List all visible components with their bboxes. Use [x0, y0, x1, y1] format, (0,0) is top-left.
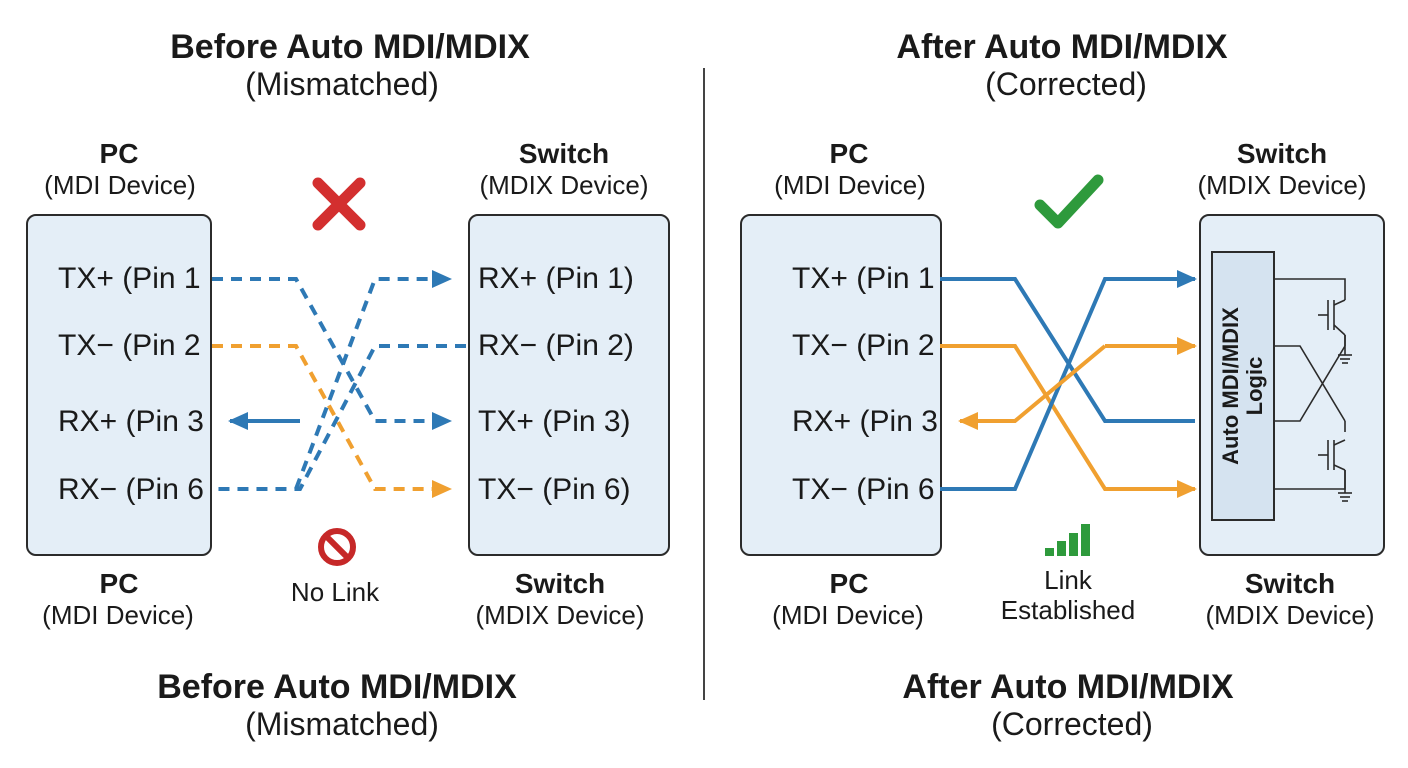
left-pc-name-footer: PC [99, 568, 139, 599]
right-pc-name-footer: PC [829, 568, 869, 599]
left-pc-pin-6: RX− (Pin 6 [58, 473, 204, 506]
check-icon [1034, 174, 1104, 229]
right-pc-pin-6: TX− (Pin 6 [792, 473, 935, 506]
left-wire-sw-rx1 [294, 270, 452, 490]
left-switch-pin-3: TX+ (Pin 3) [478, 405, 631, 438]
right-pc-name: PC [829, 138, 869, 169]
signal-bars-icon [1045, 524, 1090, 556]
left-switch-type-footer: (MDIX Device) [475, 600, 645, 630]
right-pc-type: (MDI Device) [774, 170, 926, 200]
left-switch-box [468, 214, 670, 556]
left-pc-name: PC [99, 138, 139, 169]
right-footer-subtitle: (Corrected) [991, 706, 1153, 742]
right-pc-type-footer: (MDI Device) [772, 600, 924, 630]
left-wire-sw-rx2 [212, 344, 466, 491]
left-pc-type: (MDI Device) [44, 170, 196, 200]
left-wire-tx1 [212, 277, 452, 430]
right-switch-type: (MDIX Device) [1197, 170, 1367, 200]
right-title: After Auto MDI/MDIX [896, 28, 1228, 66]
left-pc-pin-3: RX+ (Pin 3 [58, 405, 204, 438]
logic-label-line1: Auto MDI/MDIX [1217, 307, 1243, 465]
right-pc-pin-2: TX− (Pin 2 [792, 329, 935, 362]
right-switch-type-footer: (MDIX Device) [1205, 600, 1375, 630]
right-subtitle: (Corrected) [985, 66, 1147, 102]
right-wire-pin2 [940, 344, 1197, 498]
left-title: Before Auto MDI/MDIX [170, 28, 530, 66]
left-switch-pin-6: TX− (Pin 6) [478, 473, 631, 506]
right-pc-pin-3: RX+ (Pin 3 [792, 405, 938, 438]
right-status-line1: Link [1044, 565, 1092, 595]
left-footer-title: Before Auto MDI/MDIX [157, 668, 517, 706]
left-pc-type-footer: (MDI Device) [42, 600, 194, 630]
right-wire-pin1 [940, 277, 1195, 423]
right-switch-name: Switch [1236, 138, 1328, 169]
left-switch-name-footer: Switch [514, 568, 606, 599]
left-subtitle: (Mismatched) [245, 66, 439, 102]
left-pc-pin-1: TX+ (Pin 1 [58, 262, 201, 295]
left-pc-box [26, 214, 212, 556]
left-footer-subtitle: (Mismatched) [245, 706, 439, 742]
left-pc-pin-2: TX− (Pin 2 [58, 329, 201, 362]
left-switch-type: (MDIX Device) [479, 170, 649, 200]
right-switch-name-footer: Switch [1244, 568, 1336, 599]
left-switch-pin-2: RX− (Pin 2) [478, 329, 634, 362]
right-footer-title: After Auto MDI/MDIX [902, 668, 1234, 706]
left-status-text: No Link [290, 577, 380, 607]
right-wire-pin6 [940, 270, 1197, 491]
right-status-text: Link Established [1000, 565, 1136, 626]
logic-block [1211, 251, 1275, 521]
right-pc-pin-1: TX+ (Pin 1 [792, 262, 935, 295]
left-wire-tx2 [212, 344, 452, 498]
right-status-line2: Established [1000, 594, 1136, 625]
logic-block-label: Auto MDI/MDIX Logic [1217, 307, 1267, 465]
crossover-circuit [1274, 278, 1352, 502]
left-wire-tx3 [300, 279, 466, 421]
right-wire-rx3 [958, 344, 1107, 430]
cross-icon [312, 177, 366, 231]
no-entry-icon [318, 528, 356, 566]
logic-label-line2: Logic [1242, 356, 1267, 416]
left-switch-name: Switch [518, 138, 610, 169]
left-switch-pin-1: RX+ (Pin 1) [478, 262, 634, 295]
right-pc-box [740, 214, 942, 556]
